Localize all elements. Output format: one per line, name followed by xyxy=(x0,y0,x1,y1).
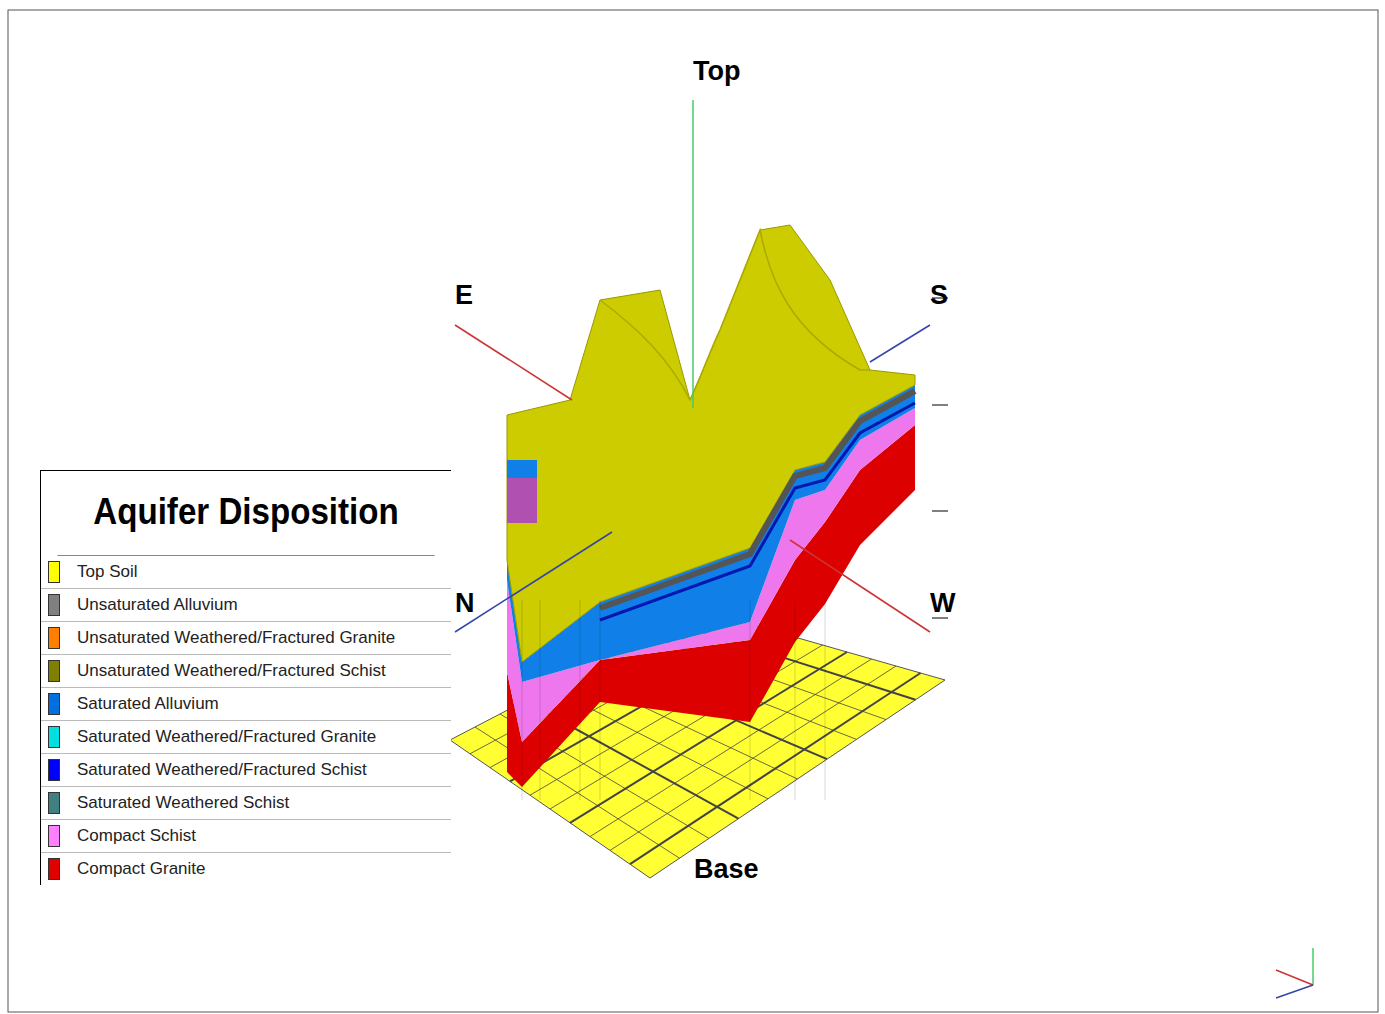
legend-row: Unsaturated Weathered/Fractured Granite xyxy=(41,622,451,655)
vertical-axis xyxy=(692,100,694,408)
unsaturated-alluvium-band xyxy=(600,391,915,608)
axis-label: Base xyxy=(694,856,759,883)
page-frame xyxy=(8,10,1378,1012)
aquifer-block xyxy=(507,225,915,800)
north-south-axis xyxy=(870,325,930,362)
legend-row: Compact Granite xyxy=(41,853,451,885)
axis-label: Top xyxy=(693,58,740,85)
legend-row: Unsaturated Alluvium xyxy=(41,589,451,622)
block-edge xyxy=(540,600,541,800)
legend-text: Saturated Alluvium xyxy=(77,694,219,714)
cutout-layer xyxy=(507,460,537,478)
legend-row: Saturated Weathered/Fractured Schist xyxy=(41,754,451,787)
legend-swatch xyxy=(48,726,60,748)
legend-text: Top Soil xyxy=(77,562,137,582)
legend-text: Saturated Weathered Schist xyxy=(77,793,289,813)
block-edge xyxy=(795,600,796,800)
legend-text: Compact Granite xyxy=(77,859,206,879)
legend-swatch xyxy=(48,594,60,616)
cutout-layer xyxy=(507,478,537,523)
orientation-icon xyxy=(1276,948,1313,998)
legend-text: Unsaturated Alluvium xyxy=(77,595,238,615)
legend-swatch xyxy=(48,825,60,847)
axis-label: N xyxy=(455,590,475,617)
legend-row: Saturated Alluvium xyxy=(41,688,451,721)
legend-swatch xyxy=(48,693,60,715)
legend-swatch xyxy=(48,759,60,781)
legend-swatch xyxy=(48,627,60,649)
legend-panel: Aquifer DispositionTop SoilUnsaturated A… xyxy=(40,470,451,885)
scale-ticks xyxy=(932,298,948,618)
legend-row: Saturated Weathered Schist xyxy=(41,787,451,820)
legend-swatch xyxy=(48,561,60,583)
block-edge xyxy=(580,600,581,800)
block-edge xyxy=(600,600,601,800)
legend-swatch xyxy=(48,792,60,814)
axis-label: E xyxy=(455,282,473,309)
legend-row: Compact Schist xyxy=(41,820,451,853)
legend-text: Compact Schist xyxy=(77,826,196,846)
legend-row: Unsaturated Weathered/Fractured Schist xyxy=(41,655,451,688)
legend-text: Unsaturated Weathered/Fractured Granite xyxy=(77,628,395,648)
east-west-axis xyxy=(790,540,930,632)
legend-text: Saturated Weathered/Fractured Granite xyxy=(77,727,376,747)
north-south-axis xyxy=(455,532,612,632)
east-west-axis xyxy=(455,325,572,400)
axis-label: W xyxy=(930,590,955,617)
axis-label: S xyxy=(930,282,948,309)
legend-row: Top Soil xyxy=(41,556,451,589)
block-edge xyxy=(522,600,523,800)
block-edge xyxy=(750,600,751,800)
block-edge xyxy=(825,600,826,800)
legend-text: Unsaturated Weathered/Fractured Schist xyxy=(77,661,386,681)
legend-swatch xyxy=(48,660,60,682)
legend-title: Aquifer Disposition xyxy=(57,471,434,556)
legend-text: Saturated Weathered/Fractured Schist xyxy=(77,760,367,780)
legend-row: Saturated Weathered/Fractured Granite xyxy=(41,721,451,754)
legend-swatch xyxy=(48,858,60,880)
schist-band xyxy=(600,403,915,620)
surface-shading xyxy=(600,230,870,400)
top-soil-surface xyxy=(507,225,915,662)
